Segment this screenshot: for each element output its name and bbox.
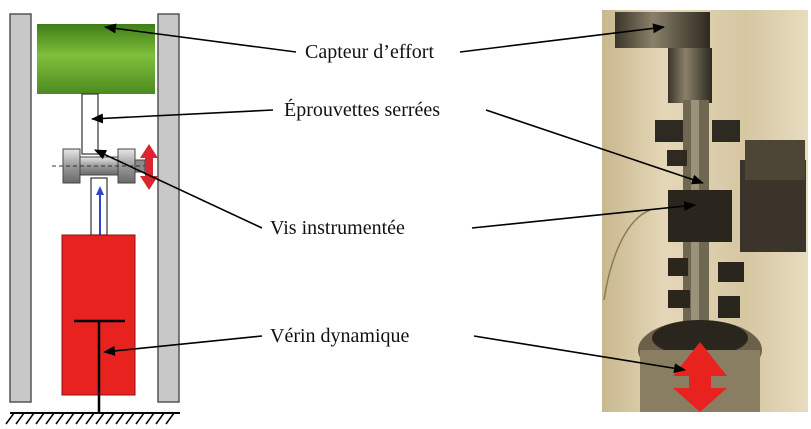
photo-red-double-arrow bbox=[673, 342, 727, 412]
label-instrumented-screw: Vis instrumentée bbox=[270, 217, 405, 239]
frame-right-column bbox=[157, 13, 180, 403]
arrow-screw-right bbox=[471, 201, 696, 229]
schematic bbox=[5, 13, 180, 425]
label-clamped-specimens: Éprouvettes serrées bbox=[284, 99, 441, 121]
arrow-specimens-right bbox=[485, 109, 704, 185]
label-force-sensor: Capteur d’effort bbox=[305, 41, 435, 63]
leader-arrows bbox=[91, 23, 704, 374]
arrow-force-sensor-right bbox=[459, 23, 665, 53]
label-dynamic-actuator: Vérin dynamique bbox=[270, 325, 410, 347]
arrow-screw-left bbox=[94, 149, 263, 229]
arrow-actuator-right bbox=[473, 335, 686, 374]
arrow-actuator-left bbox=[103, 335, 263, 356]
upper-specimen bbox=[81, 93, 99, 155]
load-cell-block bbox=[37, 24, 155, 94]
arrow-force-sensor-left bbox=[104, 23, 297, 53]
ground-hatching bbox=[5, 412, 180, 425]
frame-left-column bbox=[9, 13, 32, 403]
arrow-specimens-left bbox=[91, 109, 274, 124]
small-red-double-arrow bbox=[140, 144, 158, 190]
instrumented-bolt bbox=[52, 148, 150, 184]
